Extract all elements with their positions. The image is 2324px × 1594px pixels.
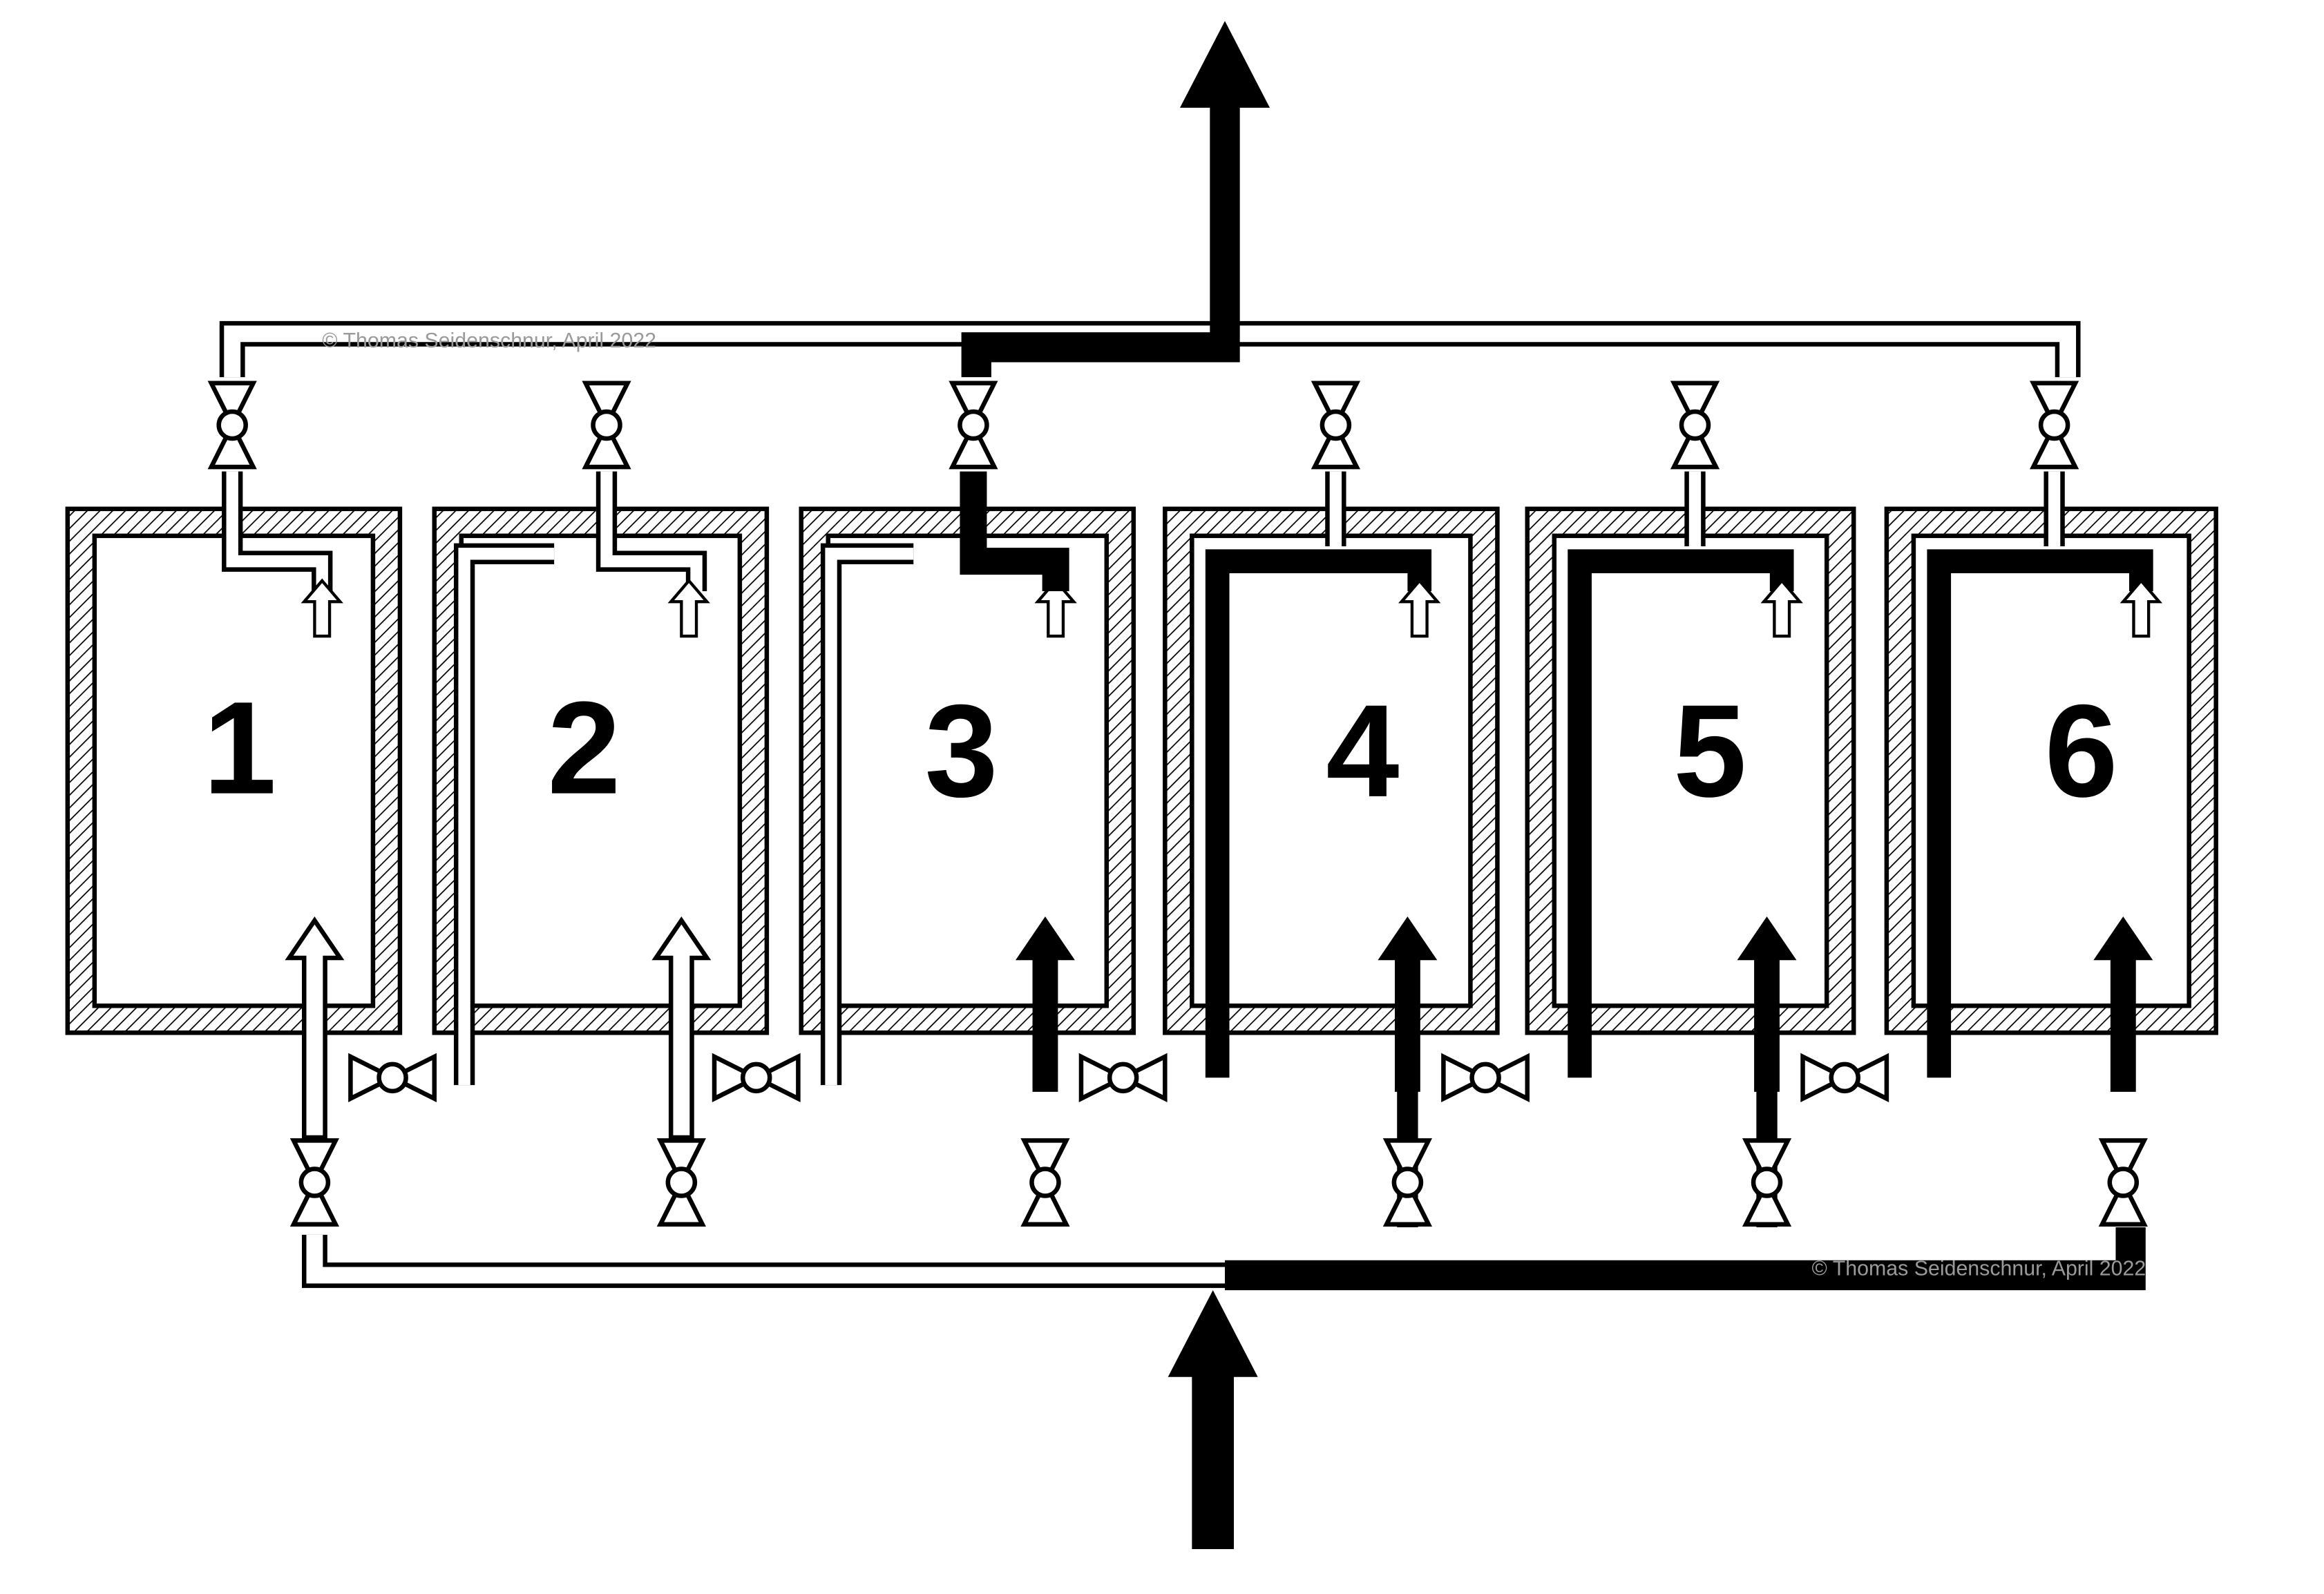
- top-valve-1-icon[interactable]: [207, 381, 257, 470]
- top-valve-6-icon[interactable]: [2030, 381, 2079, 470]
- bottom-valve-1-icon[interactable]: [289, 1138, 340, 1227]
- unit-3-inlet-arrow-icon: [1015, 916, 1075, 1092]
- crossover-valve-5-6-icon[interactable]: [1800, 1053, 1889, 1102]
- crossover-valve-2-3-icon[interactable]: [712, 1053, 801, 1102]
- top-valve-2-icon[interactable]: [582, 381, 631, 470]
- crossover-valve-3-4-icon[interactable]: [1078, 1053, 1168, 1102]
- copyright-top: © Thomas Seidenschnur, April 2022: [322, 329, 656, 352]
- unit-4: [1163, 471, 1500, 1092]
- unit-label-3: 3: [925, 678, 998, 825]
- top-valve-5-icon[interactable]: [1670, 381, 1720, 470]
- unit-label-6: 6: [2045, 678, 2118, 825]
- main-inlet-arrow: [1168, 1290, 1258, 1549]
- unit-label-1: 1: [203, 675, 276, 822]
- top-valve-3-icon[interactable]: [949, 381, 998, 470]
- unit-2: [432, 471, 770, 1140]
- crossover-pipe-2-3: [820, 543, 914, 1086]
- crossover-valve-1-2-icon[interactable]: [348, 1053, 437, 1102]
- crossover-valve-4-5-icon[interactable]: [1441, 1053, 1530, 1102]
- unit-label-4: 4: [1326, 678, 1399, 825]
- main-outlet-arrow: [1180, 21, 1270, 108]
- unit-5: [1525, 471, 1856, 1092]
- copyright-bottom: © Thomas Seidenschnur, April 2022: [1812, 1257, 2146, 1280]
- unit-2-inlet-arrow-icon: [651, 916, 712, 1140]
- unit-label-2: 2: [547, 675, 620, 822]
- unit-1-inlet-arrow-icon: [285, 916, 345, 1140]
- unit-5-transfer-pipe: [1568, 549, 1794, 1078]
- unit-1: [65, 471, 403, 1140]
- unit-2-outlet-pipe: [596, 471, 707, 592]
- unit-4-outlet-arrow-icon: [1398, 578, 1441, 638]
- unit-2-outlet-arrow-icon: [667, 578, 710, 638]
- unit-3: [799, 506, 1136, 1092]
- unit-6-inlet-arrow-icon: [2093, 916, 2153, 1092]
- units-layer: [65, 471, 2218, 1140]
- bottom-valve-4-icon[interactable]: [1382, 1138, 1433, 1227]
- unit-6-outlet-arrow-icon: [2120, 578, 2163, 638]
- top-valve-4-icon[interactable]: [1311, 381, 1360, 470]
- unit-3-outlet-arrow-icon: [1034, 578, 1077, 638]
- unit-5-outlet-arrow-icon: [1760, 578, 1803, 638]
- unit-1-outlet-pipe: [222, 471, 333, 592]
- bottom-valve-3-icon[interactable]: [1020, 1138, 1070, 1227]
- unit-1-chamber: [92, 533, 376, 1008]
- crossover-pipe-1-2: [453, 543, 555, 1086]
- valves-layer: [207, 381, 2148, 1227]
- unit-6: [1884, 471, 2218, 1092]
- unit-4-transfer-pipe: [1205, 549, 1432, 1078]
- bottom-valve-6-icon[interactable]: [2098, 1138, 2148, 1227]
- unit-6-transfer-pipe: [1927, 549, 2153, 1078]
- bottom-valve-5-icon[interactable]: [1742, 1138, 1792, 1227]
- unit-labels: 1 2 3 4 5 6: [203, 675, 2118, 825]
- unit-label-5: 5: [1673, 678, 1746, 825]
- bottom-valve-2-icon[interactable]: [656, 1138, 706, 1227]
- unit-1-outlet-arrow-icon: [301, 578, 343, 638]
